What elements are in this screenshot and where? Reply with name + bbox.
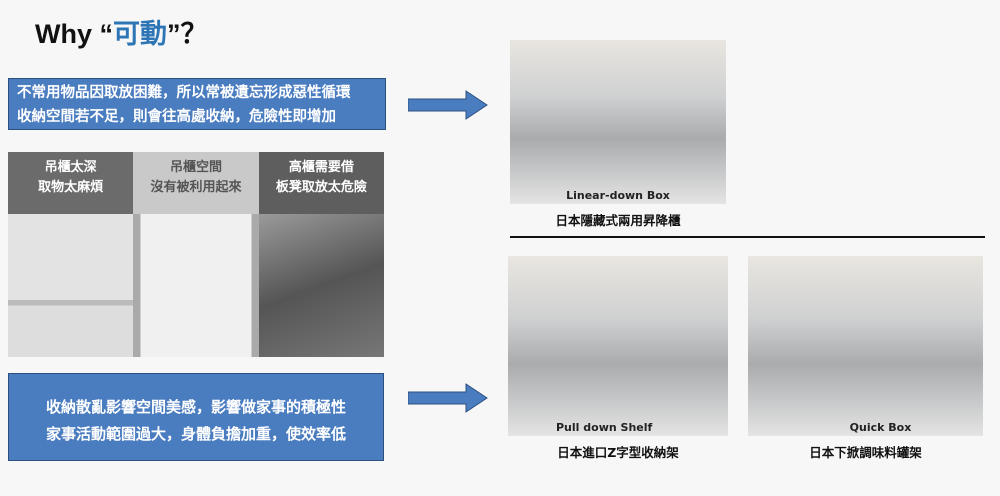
panel-text: 吊櫃太深 xyxy=(44,160,97,175)
cabinet-photo xyxy=(8,214,134,357)
panel-text: 吊櫃空間 xyxy=(169,160,222,175)
panel-text: 高櫃需要借 xyxy=(288,160,354,175)
arrow-right-icon xyxy=(408,383,488,413)
problem-panel: 吊櫃太深取物太麻煩 xyxy=(8,152,134,357)
title-prefix: Why “ xyxy=(35,19,113,49)
slide-title: Why “可動”？ xyxy=(35,12,208,51)
summary-line: 收納空間若不足，則會往高處收納，危險性即增加 xyxy=(17,109,336,125)
panel-header: 高櫃需要借板凳取放太危險 xyxy=(258,152,384,214)
product-tag: Quick Box xyxy=(849,421,912,434)
product-photo-linear-down-box: Linear-down Box xyxy=(510,40,726,204)
product-tag: Linear-down Box xyxy=(566,189,670,202)
product-caption: 日本隱藏式兩用昇降櫃 xyxy=(555,213,681,228)
arrow-right-icon xyxy=(408,90,488,120)
product-tag: Pull down Shelf xyxy=(556,421,653,434)
cabinet-photo xyxy=(133,214,259,357)
product-photo-quick-box: Quick Box xyxy=(748,256,983,436)
product-caption: 日本下掀調味料罐架 xyxy=(809,445,922,460)
divider xyxy=(510,236,985,238)
summary-line: 不常用物品因取放困難，所以常被遺忘形成惡性循環 xyxy=(17,85,351,101)
product-photo-pull-down-shelf: Pull down Shelf xyxy=(508,256,728,436)
summary-line: 家事活動範圍過大，身體負擔加重，使效率低 xyxy=(45,425,346,443)
summary-line: 收納散亂影響空間美感，影響做家事的積極性 xyxy=(45,398,346,416)
panel-header: 吊櫃太深取物太麻煩 xyxy=(8,152,134,214)
impact-summary-box: 收納散亂影響空間美感，影響做家事的積極性 家事活動範圍過大，身體負擔加重，使效率… xyxy=(8,373,384,461)
problem-panels: 吊櫃太深取物太麻煩 吊櫃空間沒有被利用起來 高櫃需要借板凳取放太危險 xyxy=(8,152,384,357)
panel-text: 板凳取放太危險 xyxy=(275,180,367,195)
panel-header: 吊櫃空間沒有被利用起來 xyxy=(133,152,259,214)
panel-text: 取物太麻煩 xyxy=(38,180,104,195)
problem-panel: 吊櫃空間沒有被利用起來 xyxy=(133,152,259,357)
panel-text: 沒有被利用起來 xyxy=(150,180,242,195)
title-highlight: 可動 xyxy=(113,19,167,49)
title-suffix: ”？ xyxy=(167,19,208,49)
problem-summary-box: 不常用物品因取放困難，所以常被遺忘形成惡性循環 收納空間若不足，則會往高處收納，… xyxy=(8,78,386,130)
problem-panel: 高櫃需要借板凳取放太危險 xyxy=(258,152,384,357)
product-caption: 日本進口Z字型收納架 xyxy=(557,445,679,460)
stool-photo xyxy=(258,214,384,357)
